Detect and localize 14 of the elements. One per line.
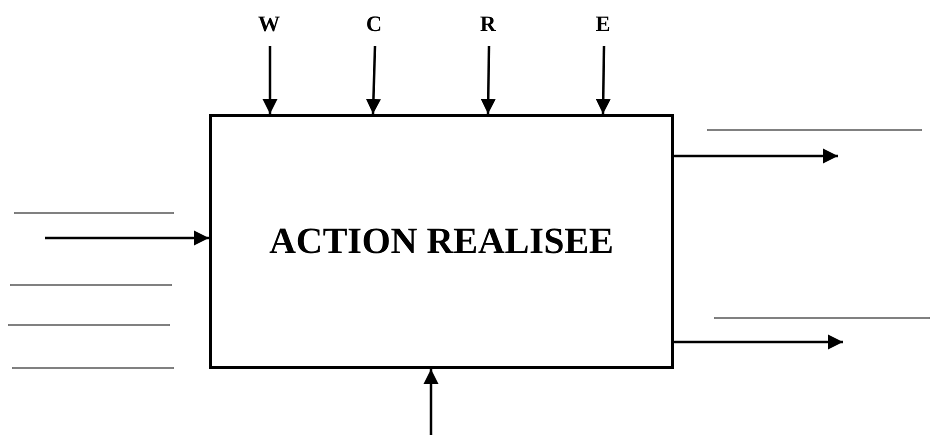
control-label: E	[592, 12, 614, 36]
arrow	[596, 46, 611, 114]
process-box	[209, 114, 674, 369]
arrow	[424, 369, 438, 435]
arrow	[45, 230, 209, 246]
control-label: R	[477, 12, 499, 36]
control-label: C	[363, 12, 385, 36]
arrow	[674, 148, 838, 164]
arrow	[480, 46, 496, 114]
arrow	[262, 46, 278, 114]
process-title: ACTION REALISEE	[269, 220, 614, 263]
arrow	[674, 334, 843, 350]
arrow	[366, 46, 381, 114]
control-label: W	[258, 12, 280, 36]
